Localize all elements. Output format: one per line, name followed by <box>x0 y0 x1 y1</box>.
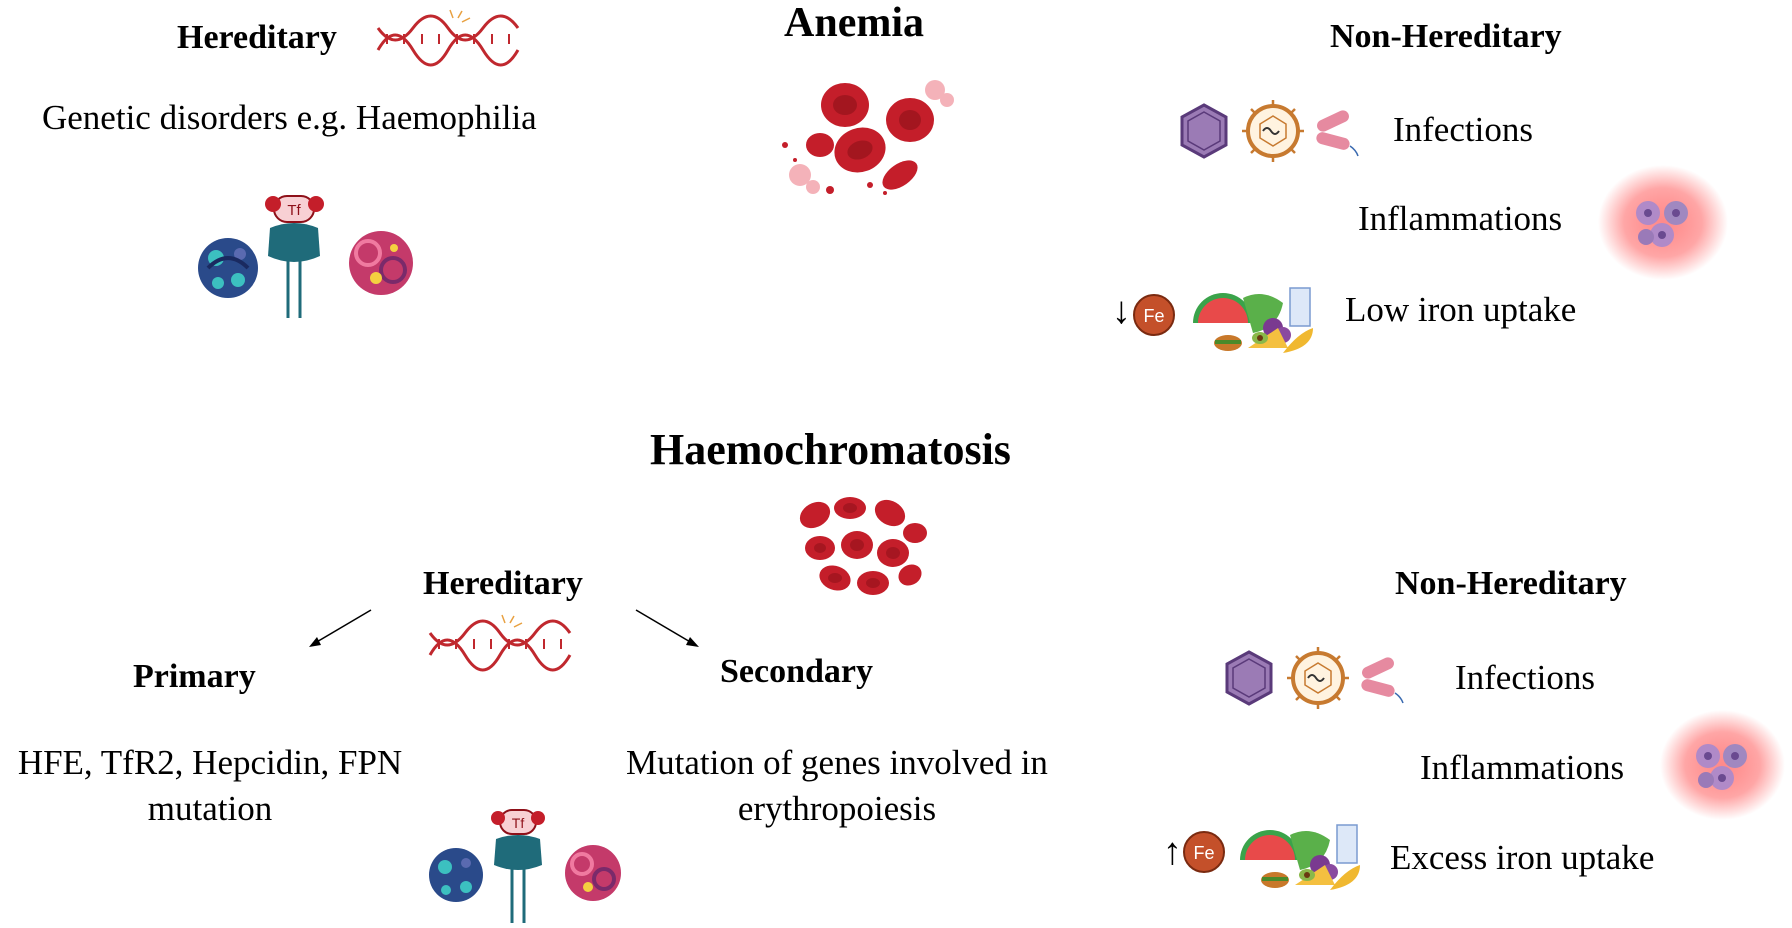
pathogens-icon <box>1180 100 1359 162</box>
primary-text-line1: HFE, TfR2, Hepcidin, FPN <box>17 743 403 782</box>
haemo-fe-badge-icon: Fe <box>1183 831 1225 873</box>
haemo-dna-icon <box>428 614 572 672</box>
haemo-iron-arrow: ↑ <box>1163 831 1182 873</box>
anemia-hereditary-text: Genetic disorders e.g. Haemophilia <box>42 98 537 137</box>
anemia-iron-arrow: ↓ <box>1112 290 1131 332</box>
haemo-nonhereditary-excess-iron: Excess iron uptake <box>1390 838 1655 877</box>
secondary-heading: Secondary <box>720 653 873 690</box>
haemo-pathogens-icon <box>1225 647 1404 709</box>
food-icon <box>1193 287 1313 353</box>
secondary-text-line2: erythropoiesis <box>737 789 937 828</box>
haemo-protein-complex-icon: Tf <box>429 809 621 923</box>
haemochromatosis-title: Haemochromatosis <box>650 425 1011 474</box>
primary-text-line2: mutation <box>147 789 273 828</box>
haemo-nonhereditary-inflammations: Inflammations <box>1420 748 1625 787</box>
haemo-inflammation-cells-icon <box>1660 710 1785 820</box>
secondary-text-line1: Mutation of genes involved in <box>626 743 1048 782</box>
fe-badge-icon: Fe <box>1133 294 1175 336</box>
haemo-nonhereditary-heading: Non-Hereditary <box>1395 565 1627 602</box>
dna-icon <box>376 9 520 67</box>
haemo-food-icon <box>1240 824 1360 890</box>
anemia-nonhereditary-low-iron: Low iron uptake <box>1345 290 1577 329</box>
primary-heading: Primary <box>133 658 256 695</box>
haemo-nonhereditary-infections: Infections <box>1455 658 1595 697</box>
haemo-tf-label: Tf <box>512 815 525 831</box>
anemia-title: Anemia <box>784 0 924 46</box>
haemo-fe-label: Fe <box>1193 843 1214 863</box>
arrow-to-primary <box>309 609 372 647</box>
anemia-rbc-cluster-icon <box>782 80 954 195</box>
protein-complex-icon: Tf <box>198 195 413 318</box>
anemia-nonhereditary-heading: Non-Hereditary <box>1330 18 1562 55</box>
anemia-hereditary-heading: Hereditary <box>177 19 337 56</box>
arrow-to-secondary <box>635 609 699 647</box>
haemo-rbc-cluster-icon <box>799 497 927 595</box>
anemia-tf-label: Tf <box>287 202 301 219</box>
anemia-fe-label: Fe <box>1143 306 1164 326</box>
anemia-nonhereditary-infections: Infections <box>1393 110 1533 149</box>
haemo-hereditary-heading: Hereditary <box>423 565 583 602</box>
anemia-nonhereditary-inflammations: Inflammations <box>1358 199 1563 238</box>
inflammation-cells-icon <box>1598 165 1728 280</box>
